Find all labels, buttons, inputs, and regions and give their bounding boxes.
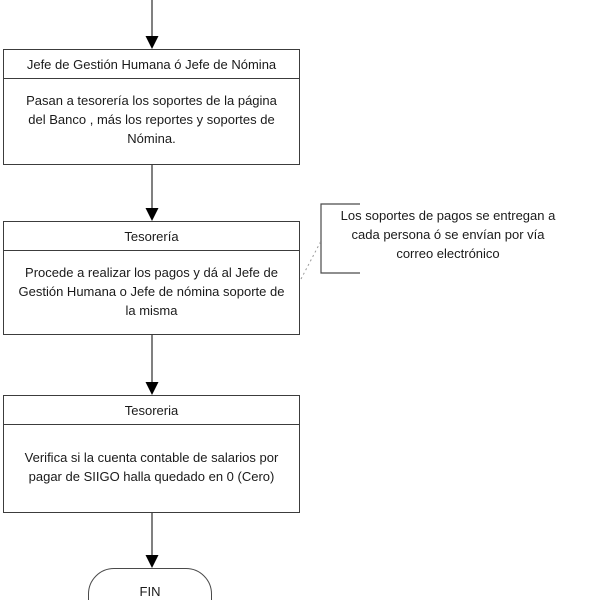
box-header: Tesoreria: [4, 396, 299, 425]
process-box-tesoreria-verifica: Tesoreria Verifica si la cuenta contable…: [3, 395, 300, 513]
box-header: Jefe de Gestión Humana ó Jefe de Nómina: [4, 50, 299, 79]
arrow-down-connector-2: [145, 164, 159, 221]
box-header: Tesorería: [4, 222, 299, 251]
annotation-dotted-connector: [300, 240, 322, 280]
terminator-label: FIN: [139, 584, 161, 599]
arrow-down-connector-1: [145, 0, 159, 49]
process-box-tesoreria-pagos: Tesorería Procede a realizar los pagos y…: [3, 221, 300, 335]
arrow-down-connector-4: [145, 513, 159, 568]
annotation-note: Los soportes de pagos se entregan a cada…: [340, 208, 556, 261]
box-body: Verifica si la cuenta contable de salari…: [24, 450, 279, 484]
annotation-bracket: [320, 203, 360, 274]
arrow-down-connector-3: [145, 335, 159, 395]
box-body: Procede a realizar los pagos y dá al Jef…: [18, 265, 285, 318]
terminator-fin: FIN: [88, 568, 212, 600]
box-body: Pasan a tesorería los soportes de la pág…: [26, 93, 277, 146]
process-box-jefe-gestion-humana: Jefe de Gestión Humana ó Jefe de Nómina …: [3, 49, 300, 165]
